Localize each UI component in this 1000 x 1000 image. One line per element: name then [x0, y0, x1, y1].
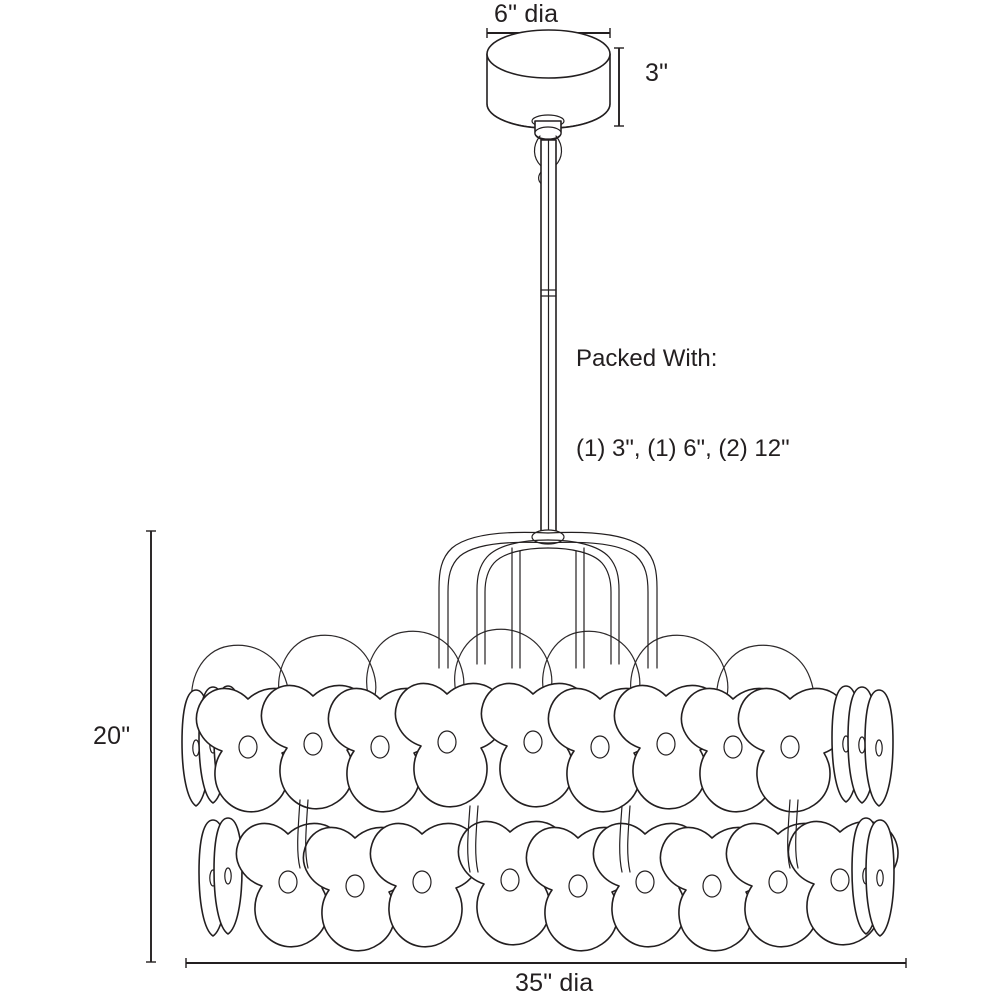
- hook-loop-connector: [531, 114, 565, 186]
- dimension-line-canopy-height: [614, 47, 624, 127]
- dimension-line-fixture-diameter: [185, 958, 907, 968]
- fixture-height-label: 20": [93, 722, 131, 750]
- fixture-diameter-label: 35" dia: [515, 969, 594, 997]
- packed-with-title: Packed With:: [576, 345, 718, 372]
- shade-inner-struts: [297, 799, 799, 873]
- canopy-height-label: 3": [645, 59, 669, 87]
- packed-with-note: Packed With: (1) 3", (1) 6", (2) 12": [576, 284, 790, 524]
- packed-with-contents: (1) 3", (1) 6", (2) 12": [576, 435, 790, 462]
- canopy-diameter-label: 6" dia: [494, 0, 559, 28]
- shade-upper-tier: [181, 682, 894, 813]
- dimension-line-fixture-height: [146, 530, 156, 963]
- shade-lower-tier: [198, 817, 899, 952]
- downrod-stem: [540, 139, 557, 533]
- ceiling-canopy: [486, 29, 611, 129]
- curved-arm-frame: [438, 529, 658, 669]
